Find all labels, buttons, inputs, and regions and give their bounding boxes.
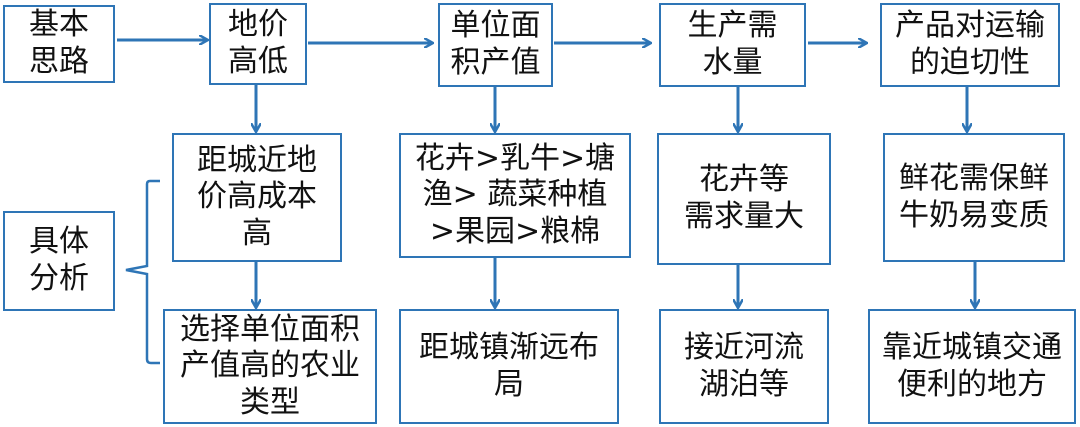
result-text: 选择单位面积 产值高的农业 类型 [180,311,360,420]
analysis-box-output-value: 花卉>乳牛>塘 渔> 蔬菜种植 >果园>粮棉 [399,133,631,258]
factor-text: 产品对运输 的迫切性 [895,8,1045,80]
result-box-output-value: 距城镇渐远布 局 [399,309,619,424]
analysis-box-transport-urgency: 鲜花需保鲜 牛奶易变质 [883,133,1065,262]
factor-text: 单位面 积产值 [450,8,541,80]
result-box-water-demand: 接近河流 湖泊等 [659,309,829,424]
factor-box-water-demand: 生产需 水量 [659,3,806,87]
analysis-text: 鲜花需保鲜 牛奶易变质 [899,160,1049,233]
analysis-text: 距城近地 价高成本 高 [197,142,317,251]
factor-box-land-price: 地价 高低 [209,3,307,85]
analysis-text: 花卉等 需求量大 [684,162,804,234]
result-box-transport-urgency: 靠近城镇交通 便利的地方 [868,309,1076,424]
analysis-brace [125,179,160,365]
factor-text: 生产需 水量 [687,8,778,80]
factor-box-output-value: 单位面 积产值 [438,3,553,87]
idea-label: 基本 思路 [3,5,115,83]
result-box-land-price: 选择单位面积 产值高的农业 类型 [163,309,377,424]
analysis-label-text: 具体 分析 [29,224,89,296]
result-text: 靠近城镇交通 便利的地方 [882,329,1062,402]
analysis-label: 具体 分析 [3,211,115,311]
analysis-text: 花卉>乳牛>塘 渔> 蔬菜种植 >果园>粮棉 [414,140,616,249]
factor-box-transport-urgency: 产品对运输 的迫切性 [880,3,1060,87]
analysis-box-land-price: 距城近地 价高成本 高 [172,133,342,262]
result-text: 接近河流 湖泊等 [684,329,804,402]
factor-text: 地价 高低 [228,7,288,79]
result-text: 距城镇渐远布 局 [419,329,599,402]
idea-label-text: 基本 思路 [29,7,89,79]
analysis-box-water-demand: 花卉等 需求量大 [657,133,831,265]
